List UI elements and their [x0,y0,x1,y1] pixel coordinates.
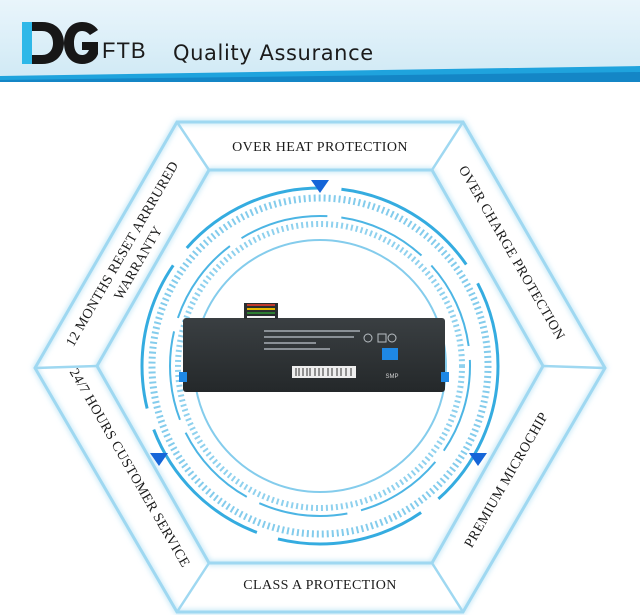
arrow-right-icon [469,453,487,466]
cert-marks [363,333,397,343]
header-wave [0,66,640,82]
feature-class-a: CLASS A PROTECTION [243,578,396,593]
battery-brand-mark: SMP [385,374,398,380]
header-title: Quality Assurance [173,41,374,65]
battery-image: SMP [179,303,449,392]
feature-hexagon-graphic: OVER HEAT PROTECTION CLASS A PROTECTION … [33,120,607,614]
arrow-left-icon [150,453,168,466]
battery-wires [244,303,278,319]
feature-over-charge: OVER CHARGE PROTECTION [455,164,567,343]
hexagon-connectors [34,121,606,613]
dg-logo [22,22,98,64]
battery-logo-badge [382,348,398,360]
circle-rings [140,186,500,546]
feature-over-heat: OVER HEAT PROTECTION [232,140,408,155]
brand-name: FTB [102,38,147,63]
battery-barcode [292,366,356,378]
arrow-top-icon [311,180,329,193]
header-banner: FTB Quality Assurance [0,0,640,82]
